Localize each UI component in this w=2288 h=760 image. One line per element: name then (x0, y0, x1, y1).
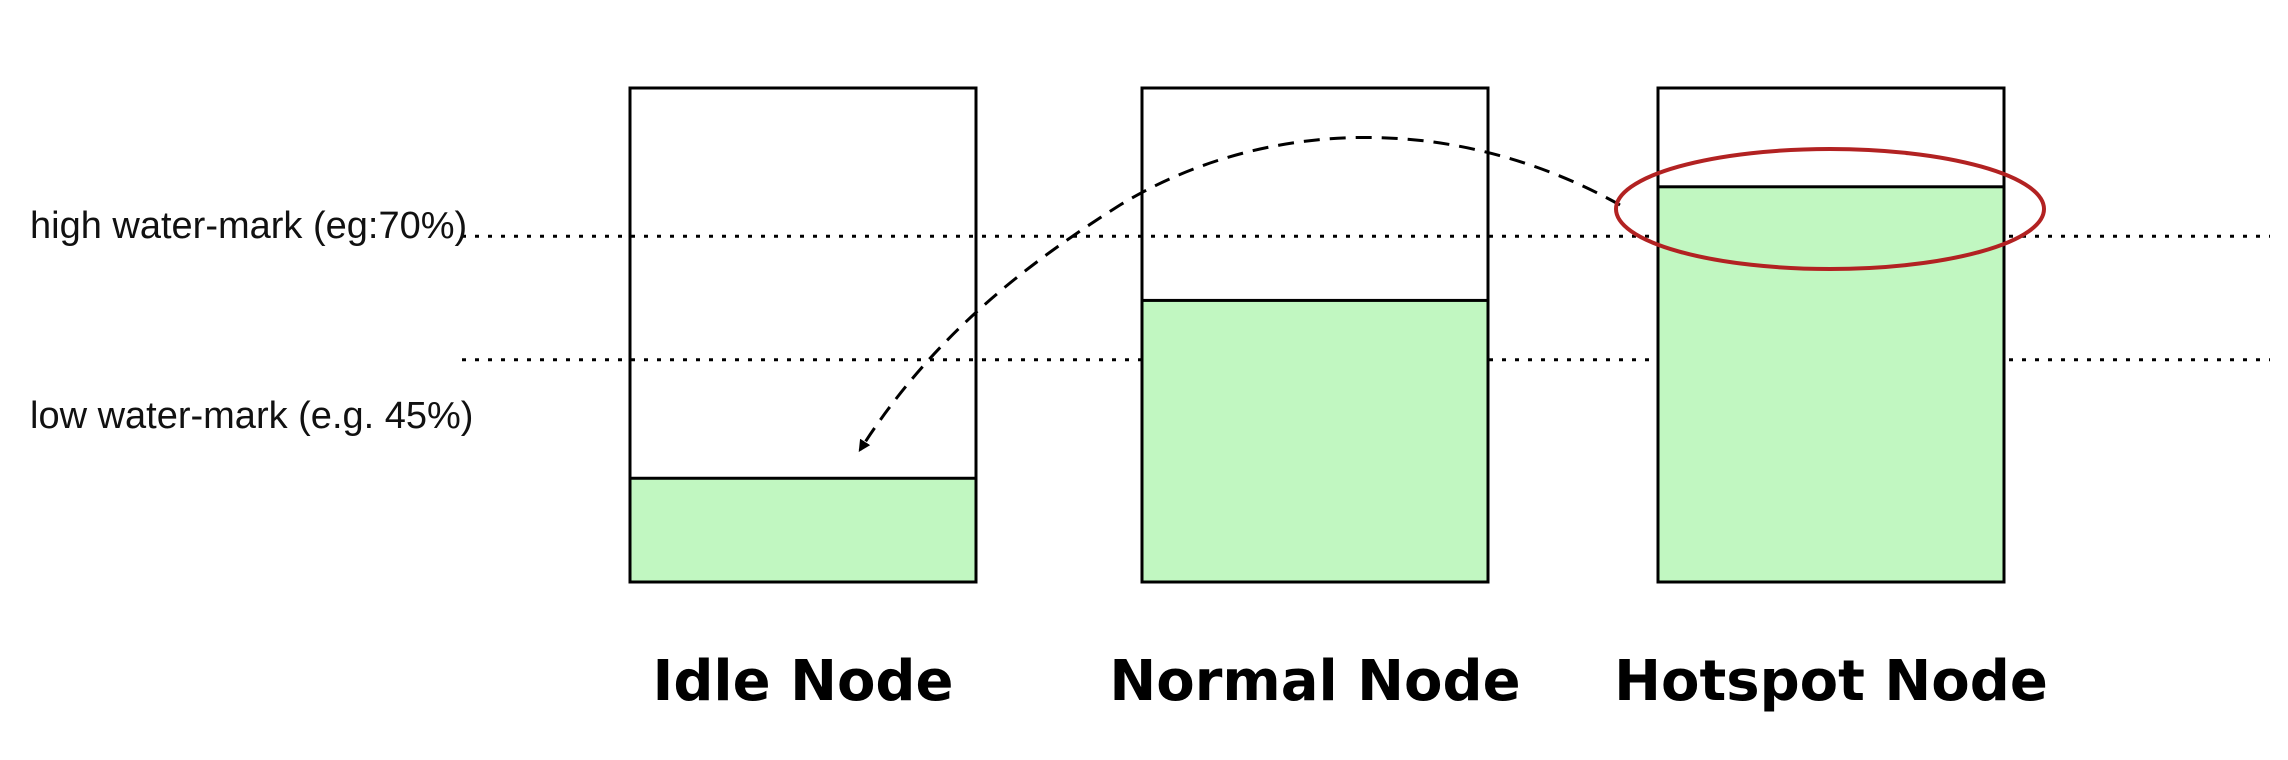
idle-node-fill (628, 476, 978, 584)
migration-arrow (858, 136, 1621, 453)
hotspot-node-label: Hotspot Node (1614, 649, 2048, 714)
normal-node: Normal Node (1109, 86, 1521, 714)
low-water-mark-label: low water-mark (e.g. 45%) (30, 395, 473, 437)
hotspot-node-container (1656, 86, 2006, 584)
idle-node-container (628, 86, 978, 584)
hotspot-node: Hotspot Node (1614, 86, 2048, 714)
normal-node-fill (1140, 298, 1490, 584)
idle-node-label: Idle Node (653, 649, 954, 714)
hotspot-node-fill (1656, 185, 2006, 584)
high-water-mark-label: high water-mark (eg:70%) (30, 205, 467, 247)
idle-node: Idle Node (628, 86, 978, 714)
normal-node-label: Normal Node (1109, 649, 1520, 714)
normal-node-container (1140, 86, 1490, 584)
hotspot-highlight-ellipse (1614, 147, 2046, 271)
